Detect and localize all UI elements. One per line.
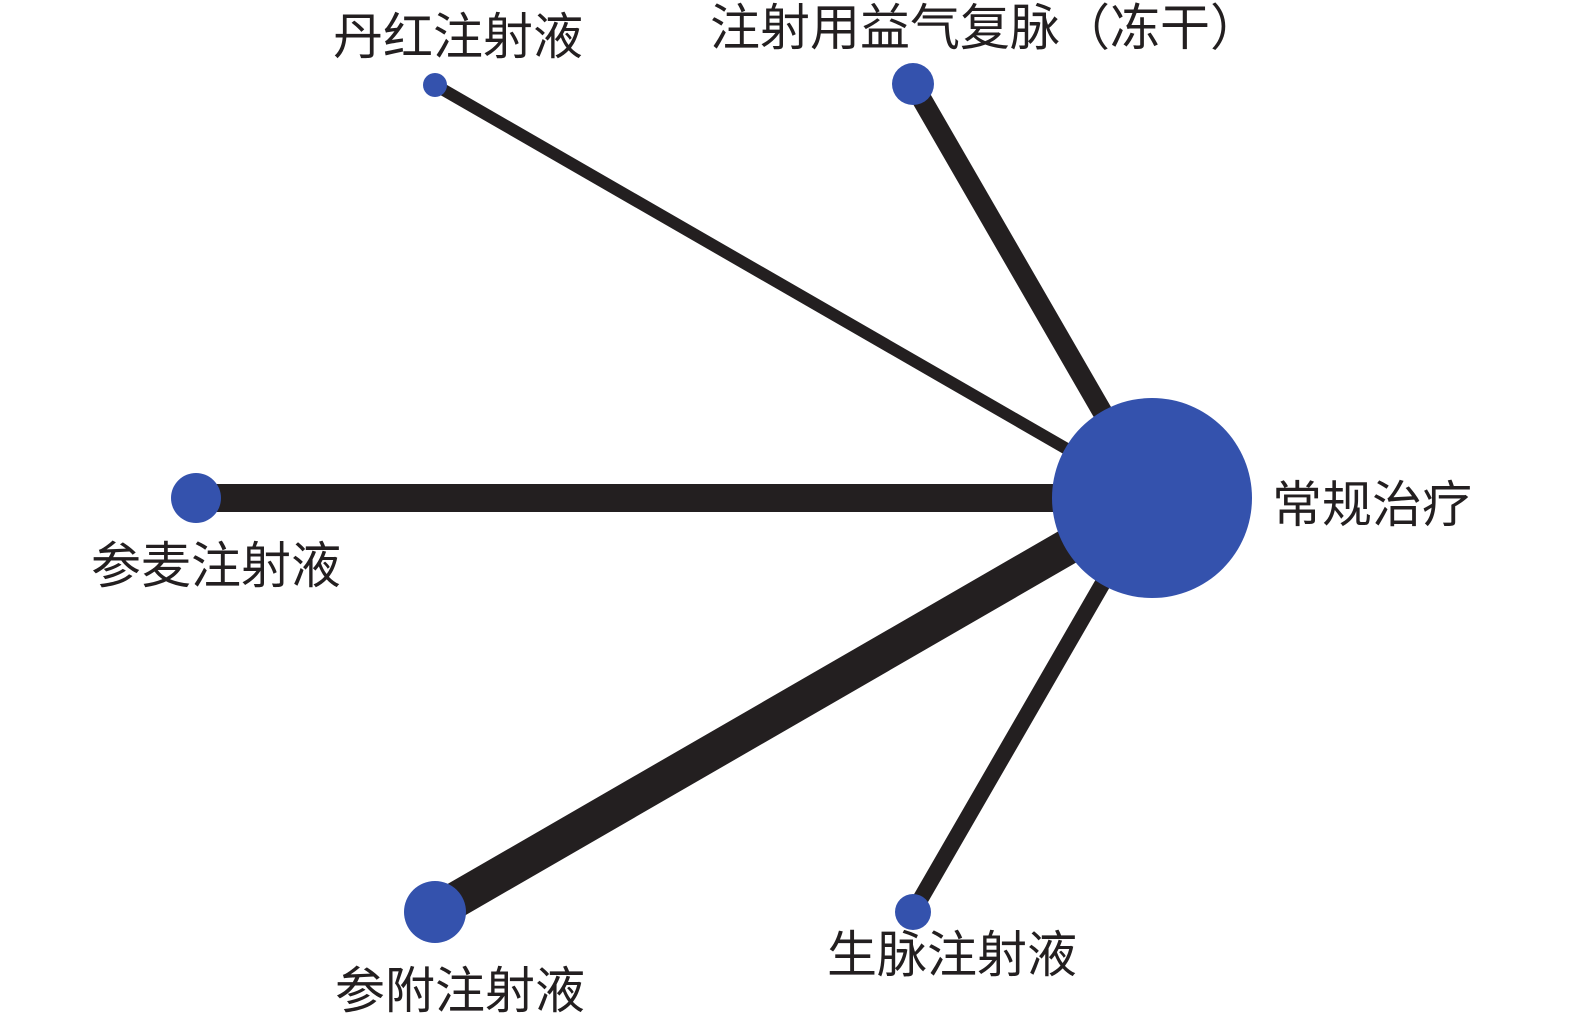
node-label-conventional: 常规治疗	[1272, 476, 1472, 534]
nodes-layer	[171, 63, 1252, 943]
node-shenfu	[404, 881, 466, 943]
node-shengmai	[895, 894, 931, 930]
node-shenmai	[171, 473, 221, 523]
node-label-shenfu: 参附注射液	[335, 962, 585, 1020]
edge-danhong-conventional	[432, 79, 1155, 504]
node-yiqifumai	[892, 63, 934, 105]
edge-shenfu-conventional	[425, 482, 1162, 928]
node-danhong	[423, 73, 447, 97]
node-conventional	[1052, 398, 1252, 598]
node-label-danhong: 丹红注射液	[333, 8, 583, 66]
node-label-shenmai: 参麦注射液	[91, 537, 341, 595]
node-label-yiqifumai: 注射用益气复脉（冻干）	[710, 0, 1260, 57]
edges-layer	[196, 79, 1162, 928]
node-label-shengmai: 生脉注射液	[827, 926, 1077, 984]
